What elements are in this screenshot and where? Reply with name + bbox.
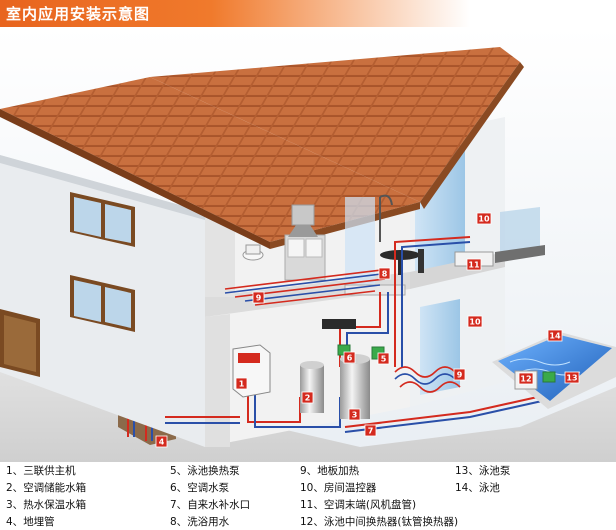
swimming-pool — [492, 332, 616, 409]
legend-label: 自来水补水口 — [187, 499, 251, 511]
legend-number: 9、 — [300, 465, 318, 477]
legend-number: 2、 — [6, 482, 24, 494]
window-lower — [70, 275, 135, 332]
legend-item: 2、空调储能水箱 — [6, 481, 86, 496]
legend-label: 泳池换热泵 — [187, 465, 240, 477]
legend-number: 6、 — [170, 482, 188, 494]
pipe-network — [165, 236, 561, 433]
legend-number: 12、 — [300, 516, 324, 528]
legend-number: 8、 — [170, 516, 188, 528]
legend-label: 洗浴用水 — [187, 516, 230, 528]
legend-item: 1、三联供主机 — [6, 464, 76, 479]
door-left — [0, 309, 40, 377]
tag-14: 14 — [547, 329, 563, 342]
tag-13: 13 — [564, 371, 580, 384]
legend-label: 泳池中间换热器(钛管换热器) — [323, 516, 459, 528]
tag-10: 10 — [476, 212, 492, 225]
tag-label: 10 — [478, 215, 490, 224]
tag-label: 3 — [352, 411, 358, 420]
tag-label: 10 — [469, 318, 481, 327]
tag-label: 9 — [256, 294, 262, 303]
legend-number: 14、 — [455, 482, 479, 494]
legend-label: 房间温控器 — [323, 482, 377, 494]
legend-number: 4、 — [6, 516, 24, 528]
tag-5: 5 — [377, 352, 390, 365]
legend-label: 三联供主机 — [23, 465, 76, 477]
legend-number: 7、 — [170, 499, 188, 511]
tag-label: 11 — [468, 261, 480, 270]
legend-item: 7、自来水补水口 — [170, 498, 250, 513]
page-title: 室内应用安装示意图 — [6, 5, 151, 23]
kitchen — [284, 204, 326, 281]
tag-label: 8 — [382, 270, 388, 279]
tag-9: 9 — [453, 368, 466, 381]
tag-label: 2 — [305, 394, 311, 403]
floor-heating-lower — [394, 366, 461, 393]
legend-label: 地埋管 — [23, 516, 55, 528]
legend-item: 5、泳池换热泵 — [170, 464, 240, 479]
legend-item: 8、洗浴用水 — [170, 515, 229, 530]
pool-pump — [542, 371, 556, 383]
legend-number: 10、 — [300, 482, 324, 494]
toilet — [242, 244, 264, 261]
tag-3: 3 — [348, 408, 361, 421]
legend-item: 11、空调末端(风机盘管) — [300, 498, 416, 513]
tag-11: 11 — [466, 258, 482, 271]
legend-label: 地板加热 — [317, 465, 360, 477]
legend-label: 空调末端(风机盘管) — [323, 499, 417, 511]
floor-heating-upper — [224, 268, 391, 306]
legend-item: 6、空调水泵 — [170, 481, 229, 496]
legend-number: 11、 — [300, 499, 324, 511]
legend-number: 3、 — [6, 499, 24, 511]
title-banner: 室内应用安装示意图 — [0, 0, 470, 27]
legend-item: 3、热水保温水箱 — [6, 498, 86, 513]
legend-item: 10、房间温控器 — [300, 481, 376, 496]
legend-number: 5、 — [170, 465, 188, 477]
legend: 1、三联供主机 2、空调储能水箱 3、热水保温水箱 4、地埋管 5、泳池换热泵 6、空调水… — [0, 462, 616, 529]
roof-left — [0, 77, 420, 242]
tag-6: 6 — [343, 351, 356, 364]
tag-label: 14 — [549, 332, 561, 341]
tag-label: 7 — [368, 427, 374, 436]
legend-number: 13、 — [455, 465, 479, 477]
tag-1: 1 — [235, 377, 248, 390]
legend-label: 空调储能水箱 — [23, 482, 87, 494]
tag-8: 8 — [378, 267, 391, 280]
tag-10: 10 — [467, 315, 483, 328]
glass-window-lower — [420, 299, 460, 395]
dining-set — [380, 249, 424, 275]
tag-label: 13 — [566, 374, 577, 383]
legend-label: 热水保温水箱 — [23, 499, 87, 511]
tag-label: 12 — [520, 375, 531, 384]
balcony-glass — [500, 207, 540, 255]
legend-item: 13、泳池泵 — [455, 464, 510, 479]
tag-label: 6 — [347, 354, 353, 363]
legend-label: 泳池 — [478, 482, 500, 494]
legend-label: 泳池泵 — [478, 465, 511, 477]
legend-item: 14、泳池 — [455, 481, 500, 496]
legend-label: 空调水泵 — [187, 482, 230, 494]
tag-label: 9 — [457, 371, 463, 380]
tag-7: 7 — [364, 424, 377, 437]
legend-item: 4、地埋管 — [6, 515, 55, 530]
window-upper — [70, 192, 135, 247]
roof-right — [150, 47, 520, 202]
tag-12: 12 — [518, 372, 534, 385]
legend-number: 1、 — [6, 465, 24, 477]
legend-item: 12、泳池中间换热器(钛管换热器) — [300, 515, 458, 530]
legend-item: 9、地板加热 — [300, 464, 359, 479]
tag-label: 1 — [239, 380, 245, 389]
tag-2: 2 — [301, 391, 314, 404]
tag-label: 5 — [381, 355, 387, 364]
tag-9: 9 — [252, 291, 265, 304]
manifold — [322, 319, 356, 329]
ac-storage-tank — [300, 361, 324, 413]
tag-label: 4 — [159, 438, 165, 447]
tag-4: 4 — [155, 435, 168, 448]
